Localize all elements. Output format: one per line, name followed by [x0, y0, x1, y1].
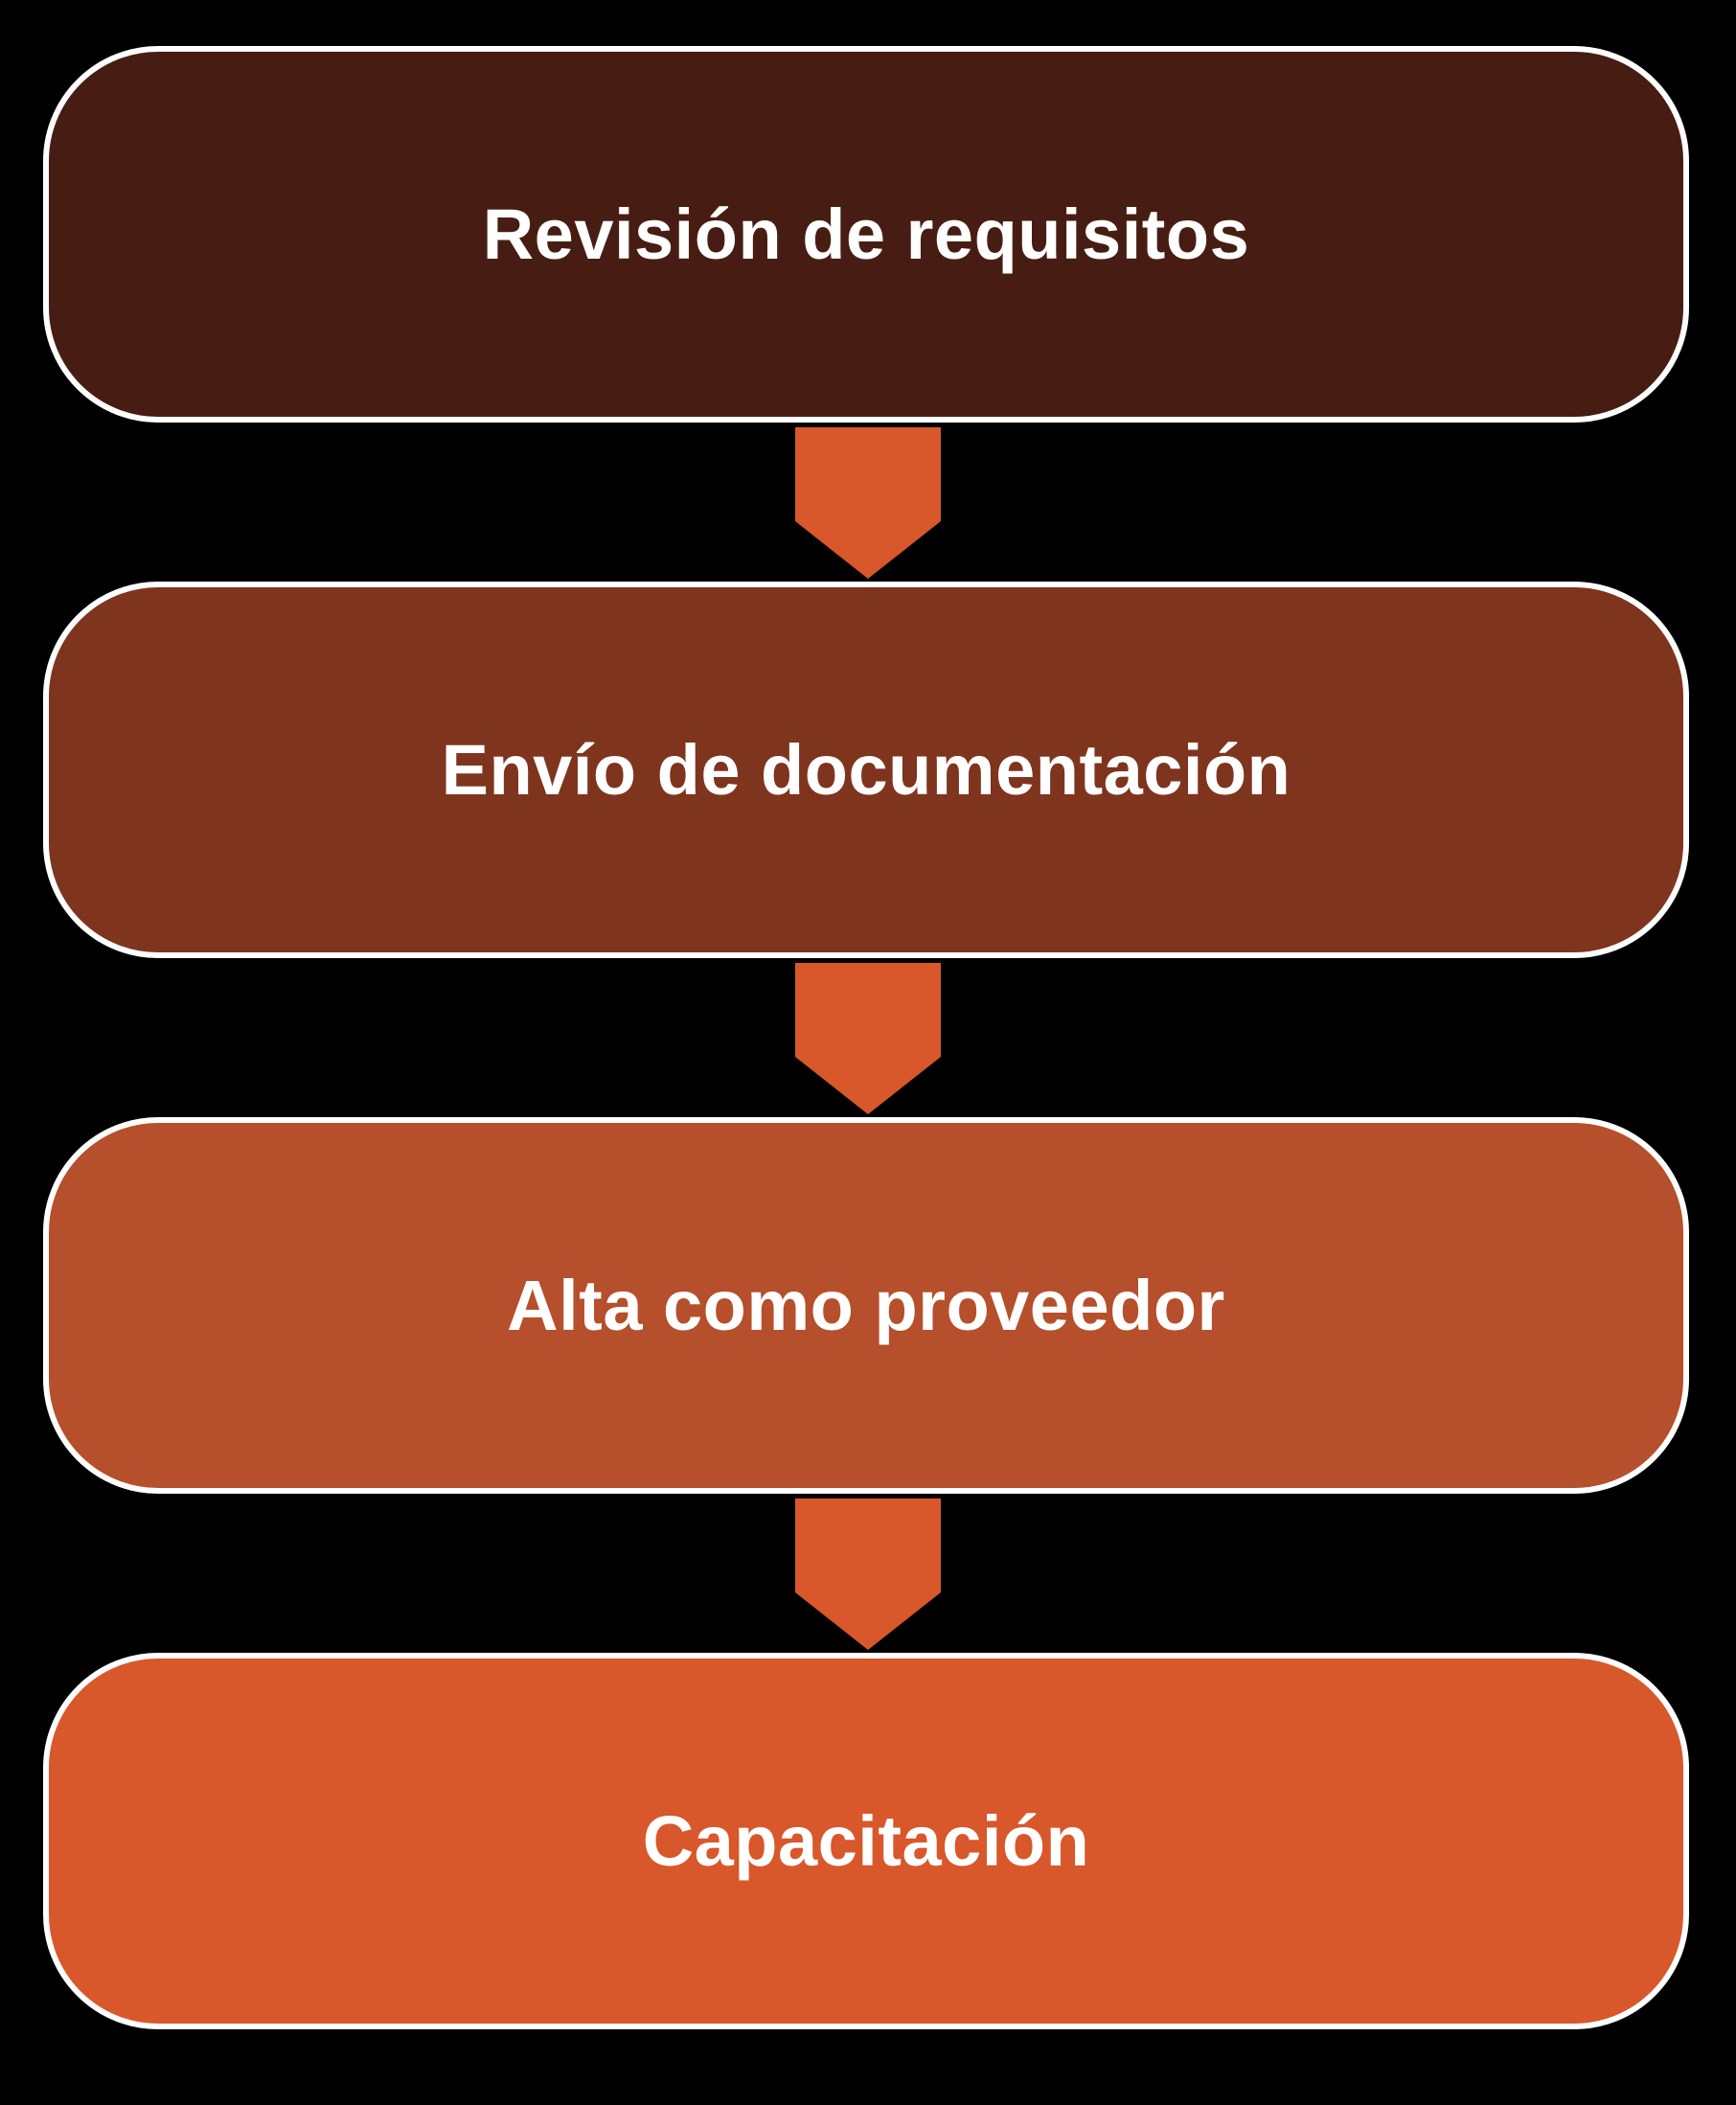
process-step-1: Revisión de requisitos [43, 46, 1689, 423]
process-step-2: Envío de documentación [43, 582, 1689, 958]
process-step-2-label: Envío de documentación [441, 730, 1291, 810]
process-step-4-label: Capacitación [642, 1801, 1090, 1881]
down-arrow-icon [795, 427, 941, 579]
process-step-4: Capacitación [43, 1653, 1689, 2029]
process-step-3-label: Alta como proveedor [507, 1266, 1225, 1345]
process-step-3: Alta como proveedor [43, 1117, 1689, 1494]
down-arrow-icon [795, 1499, 941, 1650]
down-arrow-icon [795, 963, 941, 1114]
process-step-1-label: Revisión de requisitos [482, 194, 1250, 274]
